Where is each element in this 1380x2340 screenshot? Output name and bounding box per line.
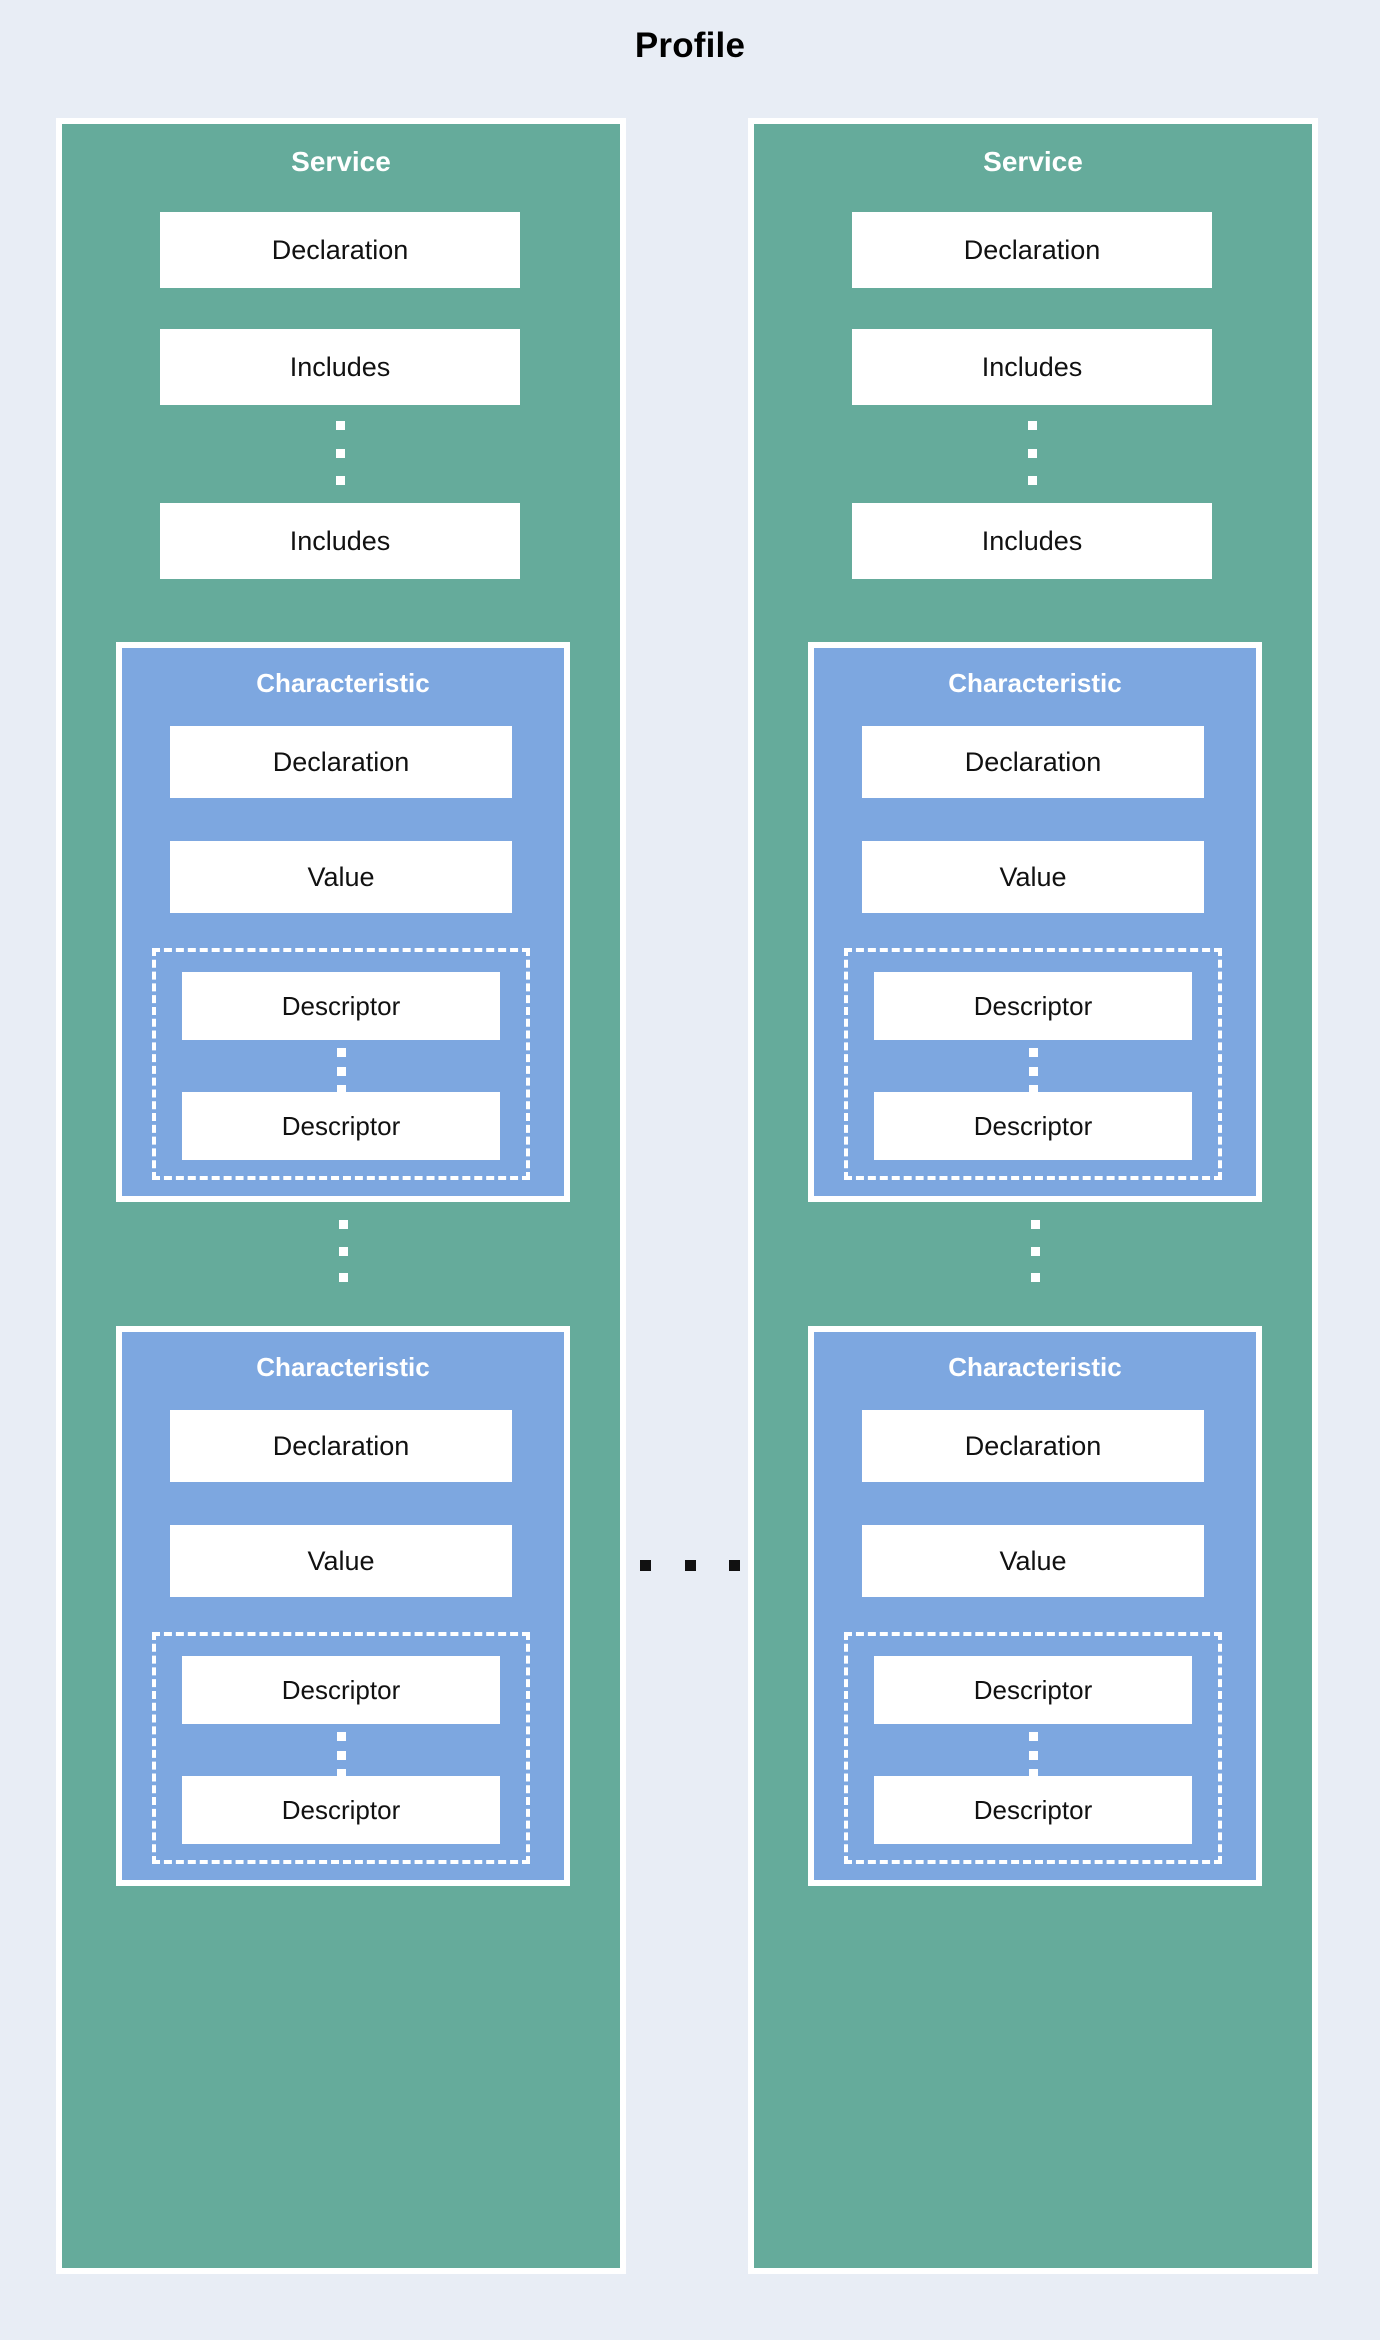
descriptor-group-dashed-container: Descriptor Descriptor [844, 1632, 1222, 1864]
ellipsis-dot-icon [336, 1732, 346, 1741]
vertical-ellipsis-icon-descriptors [182, 1732, 500, 1778]
ellipsis-dot-icon [335, 421, 345, 430]
service-columns: Service Declaration Includes Includes Ch… [0, 118, 1380, 2280]
ellipsis-dot-icon [336, 1048, 346, 1057]
ellipsis-dot-icon [1030, 1246, 1040, 1256]
service-includes-box-first: Includes [160, 329, 520, 405]
vertical-ellipsis-icon-characteristics [808, 1220, 1262, 1282]
ellipsis-dot-icon [335, 476, 345, 485]
ellipsis-dot-icon [1028, 1769, 1038, 1778]
characteristic-box-2: Characteristic Declaration Value Descrip… [116, 1326, 570, 1886]
descriptor-group-dashed-container: Descriptor Descriptor [844, 948, 1222, 1180]
characteristic-box-1: Characteristic Declaration Value Descrip… [808, 642, 1262, 1202]
descriptor-box-first: Descriptor [874, 972, 1192, 1040]
service-includes-box-last: Includes [852, 503, 1212, 579]
descriptor-box-last: Descriptor [182, 1776, 500, 1844]
characteristic-title: Characteristic [256, 668, 430, 698]
descriptor-box-last: Descriptor [874, 1776, 1192, 1844]
ellipsis-dot-icon [1028, 1085, 1038, 1094]
ellipsis-dot-icon [1030, 1220, 1040, 1229]
characteristic-title: Characteristic [948, 1352, 1122, 1382]
characteristic-value-box: Value [862, 1525, 1204, 1597]
ellipsis-dot-icon [338, 1246, 348, 1256]
characteristic-value-box: Value [170, 1525, 512, 1597]
characteristic-declaration-box: Declaration [862, 1410, 1204, 1482]
ellipsis-dot-icon [1028, 1750, 1038, 1760]
ellipsis-dot-icon [336, 1769, 346, 1778]
descriptor-group-dashed-container: Descriptor Descriptor [152, 948, 530, 1180]
descriptor-group-dashed-container: Descriptor Descriptor [152, 1632, 530, 1864]
ellipsis-dot-icon [1028, 1048, 1038, 1057]
vertical-ellipsis-icon-characteristics [116, 1220, 570, 1282]
descriptor-box-first: Descriptor [182, 972, 500, 1040]
ellipsis-dot-icon [1028, 1732, 1038, 1741]
ellipsis-dot-icon [1027, 476, 1037, 485]
ellipsis-dot-icon [1028, 1066, 1038, 1076]
ellipsis-dot-icon [684, 1559, 696, 1571]
service-declaration-box: Declaration [160, 212, 520, 288]
service-box-2: Service Declaration Includes Includes Ch… [748, 118, 1318, 2274]
ellipsis-dot-icon [336, 1085, 346, 1094]
service-title: Service [983, 146, 1083, 177]
characteristic-title: Characteristic [948, 668, 1122, 698]
characteristic-value-box: Value [170, 841, 512, 913]
ellipsis-dot-icon [336, 1750, 346, 1760]
page-title: Profile [634, 26, 746, 65]
vertical-ellipsis-icon-includes [852, 421, 1212, 485]
ellipsis-dot-icon [1027, 448, 1037, 458]
ellipsis-dot-icon [1027, 421, 1037, 430]
characteristic-declaration-box: Declaration [170, 1410, 512, 1482]
ellipsis-dot-icon [640, 1559, 651, 1571]
ellipsis-dot-icon [1030, 1273, 1040, 1282]
characteristic-title: Characteristic [256, 1352, 430, 1382]
descriptor-box-first: Descriptor [874, 1656, 1192, 1724]
vertical-ellipsis-icon-descriptors [874, 1732, 1192, 1778]
service-includes-box-first: Includes [852, 329, 1212, 405]
ellipsis-dot-icon [338, 1220, 348, 1229]
characteristic-declaration-box: Declaration [170, 726, 512, 798]
characteristic-box-2: Characteristic Declaration Value Descrip… [808, 1326, 1262, 1886]
descriptor-box-last: Descriptor [182, 1092, 500, 1160]
characteristic-box-1: Characteristic Declaration Value Descrip… [116, 642, 570, 1202]
characteristic-value-box: Value [862, 841, 1204, 913]
descriptor-box-last: Descriptor [874, 1092, 1192, 1160]
horizontal-ellipsis-icon-services [640, 1558, 740, 1572]
service-box-1: Service Declaration Includes Includes Ch… [56, 118, 626, 2274]
ellipsis-dot-icon [729, 1559, 740, 1571]
service-declaration-box: Declaration [852, 212, 1212, 288]
service-includes-box-last: Includes [160, 503, 520, 579]
service-title: Service [291, 146, 391, 177]
vertical-ellipsis-icon-descriptors [182, 1048, 500, 1094]
ellipsis-dot-icon [336, 1066, 346, 1076]
ellipsis-dot-icon [338, 1273, 348, 1282]
vertical-ellipsis-icon-descriptors [874, 1048, 1192, 1094]
vertical-ellipsis-icon-includes [160, 421, 520, 485]
descriptor-box-first: Descriptor [182, 1656, 500, 1724]
ellipsis-dot-icon [335, 448, 345, 458]
characteristic-declaration-box: Declaration [862, 726, 1204, 798]
